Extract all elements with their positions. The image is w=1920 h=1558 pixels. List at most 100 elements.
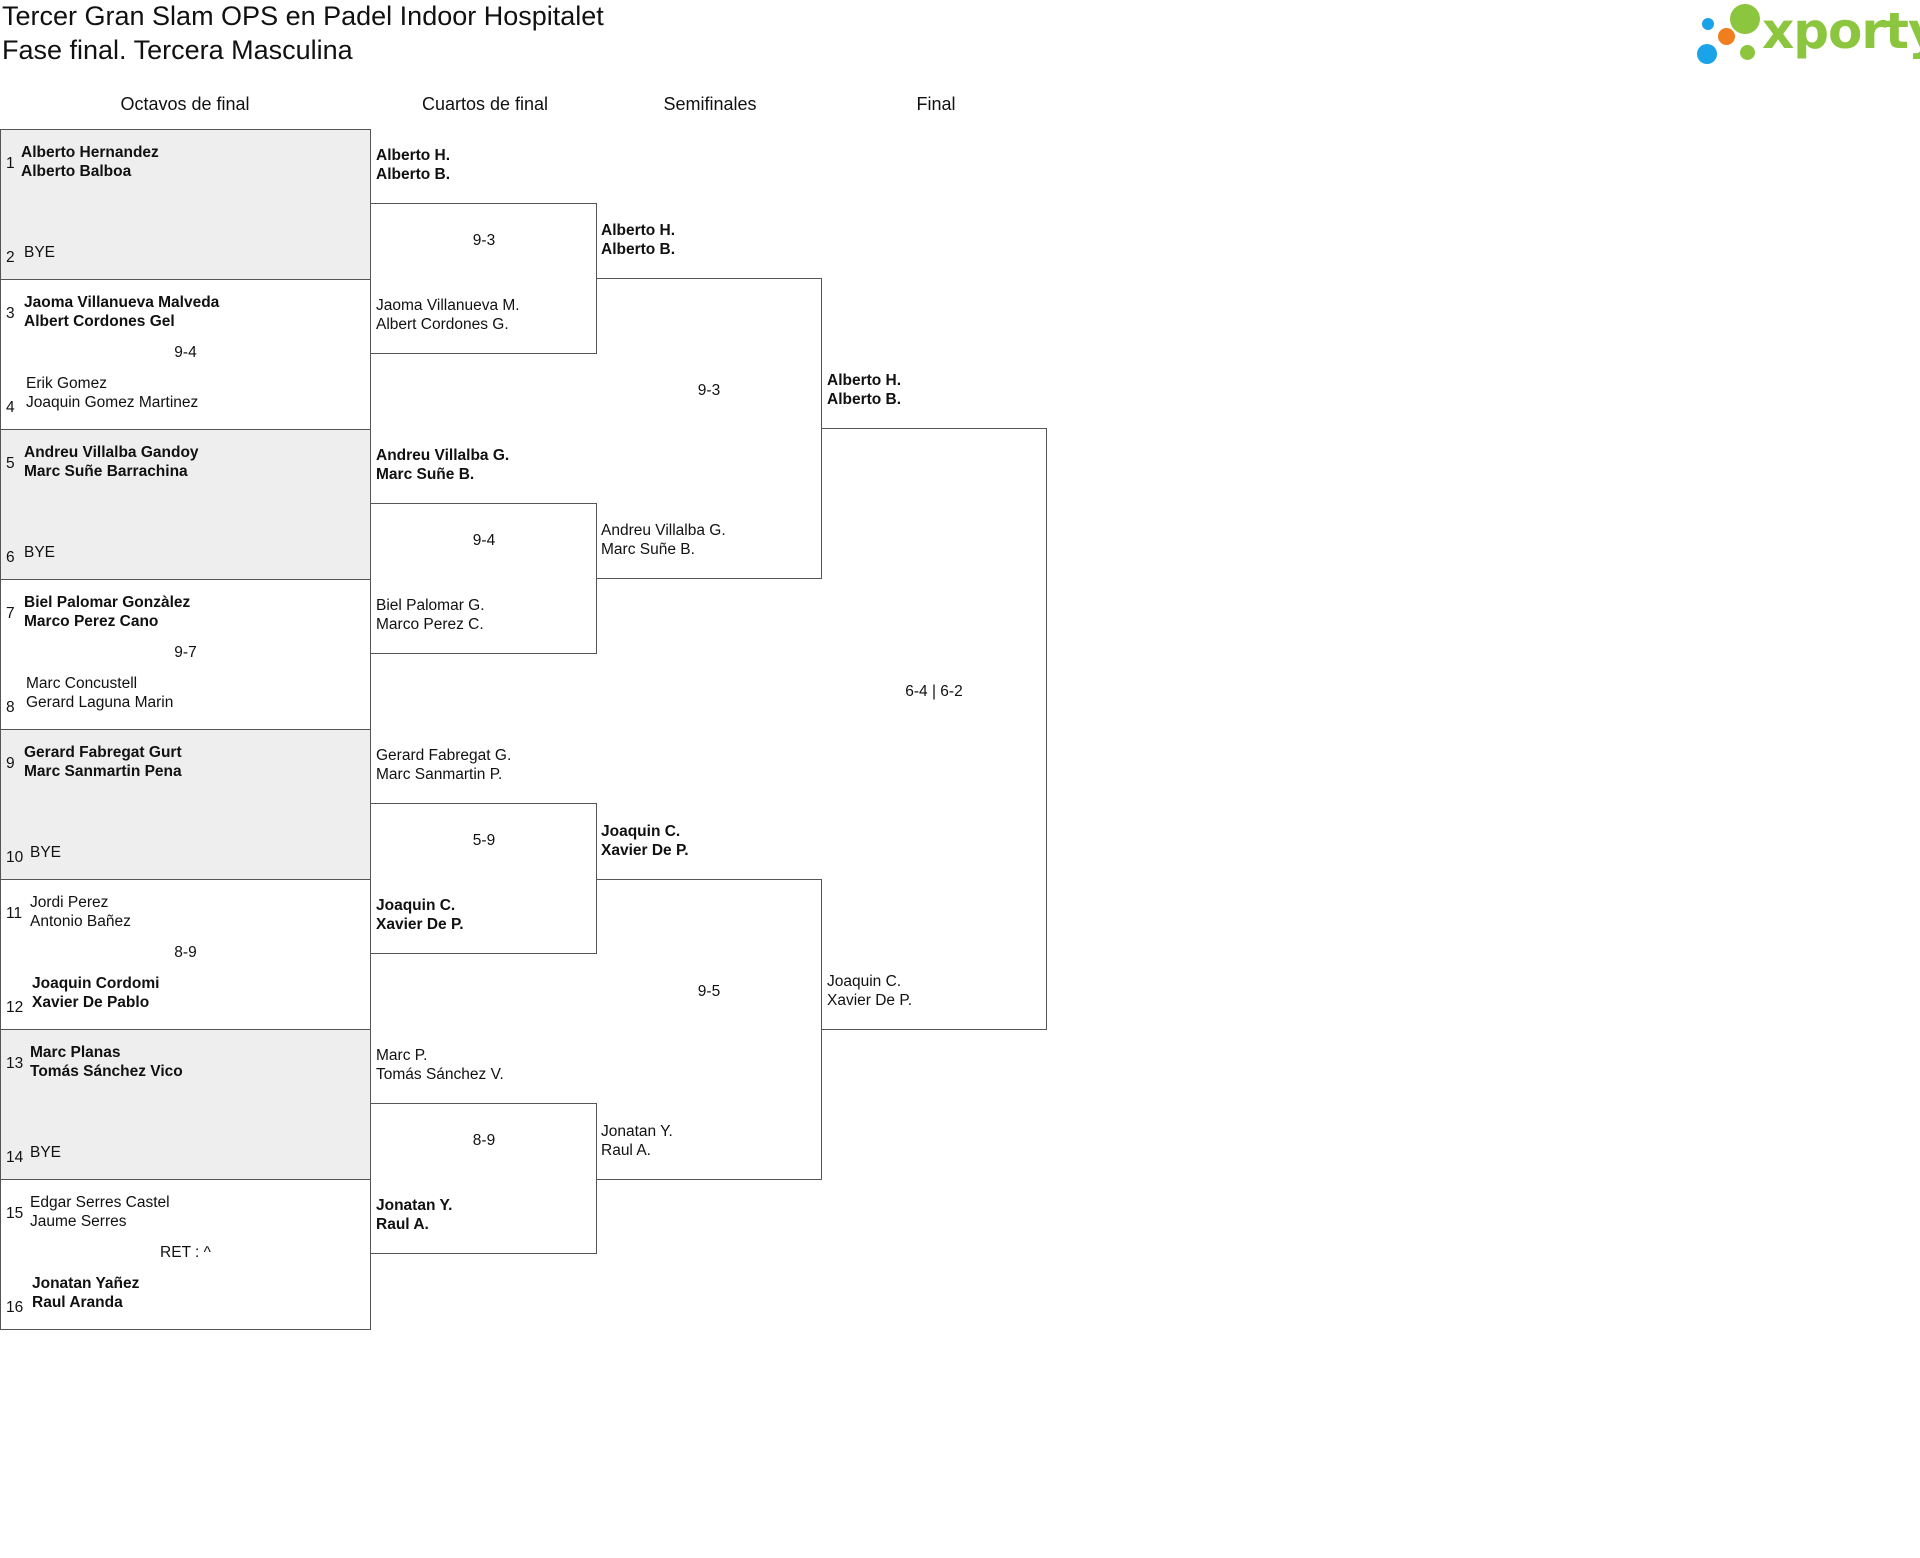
final-pair-top-line-1: Alberto H. xyxy=(827,372,902,389)
match-score: 9-4 xyxy=(174,344,197,361)
cuartos-pair-top-line-2: Marc Suñe B. xyxy=(376,466,475,483)
seed-number: 5 xyxy=(6,455,15,472)
semis-pair-bottom-line-2: Raul A. xyxy=(601,1142,651,1159)
match-score: 9-4 xyxy=(472,532,496,549)
final-pair-bottom-line-1: Joaquin C. xyxy=(827,973,902,990)
octavos-pair-bottom-line-2: Xavier De Pablo xyxy=(32,994,150,1011)
semis-pair-top-line-2: Alberto B. xyxy=(601,241,676,258)
semis-pair-bottom-line-1: Jonatan Y. xyxy=(601,1123,673,1140)
match-score: 8-9 xyxy=(174,944,197,961)
match-score: 9-3 xyxy=(472,232,496,249)
logo-dot-green xyxy=(1730,4,1760,34)
cuartos-pair-top-line-2: Alberto B. xyxy=(376,166,451,183)
seed-number: 13 xyxy=(6,1055,24,1072)
seed-number: 11 xyxy=(6,905,23,922)
octavos-match-1 xyxy=(0,129,371,280)
octavos-pair-bottom-line-1: Marc Concustell xyxy=(26,675,138,692)
seed-number: 3 xyxy=(6,305,15,322)
octavos-pair-top-line-2: Jaume Serres xyxy=(30,1213,127,1230)
semis-pair-bottom-line-1: Andreu Villalba G. xyxy=(601,522,726,539)
logo-dot-green-small xyxy=(1740,45,1755,60)
match-score: 8-9 xyxy=(472,1132,496,1149)
cuartos-match-4 xyxy=(371,1103,597,1254)
seed-number: 2 xyxy=(6,249,15,266)
seed-number: 8 xyxy=(6,699,15,716)
octavos-match-3 xyxy=(0,429,371,580)
octavos-pair-top-line-1: Marc Planas xyxy=(30,1044,121,1061)
logo-dot-orange xyxy=(1718,28,1735,45)
octavos-pair-bottom-line-2: Raul Aranda xyxy=(32,1294,123,1311)
cuartos-pair-bottom-line-2: Albert Cordones G. xyxy=(376,316,509,333)
cuartos-pair-top-line-2: Marc Sanmartin P. xyxy=(376,766,503,783)
octavos-pair-top-line-1: Gerard Fabregat Gurt xyxy=(24,744,182,761)
octavos-pair-bottom-line-1: Joaquin Cordomi xyxy=(32,975,160,992)
final-match xyxy=(821,428,1047,1030)
cuartos-pair-bottom-line-2: Xavier De P. xyxy=(376,916,464,933)
semis-pair-top-line-2: Xavier De P. xyxy=(601,842,689,859)
logo-dot-blue-large xyxy=(1697,44,1717,64)
octavos-pair-top-line-2: Alberto Balboa xyxy=(21,163,132,180)
round-header-final: Final xyxy=(916,94,956,114)
octavos-pair-top-line-2: Antonio Bañez xyxy=(30,913,131,930)
seed-number: 12 xyxy=(6,999,24,1016)
seed-number: 9 xyxy=(6,755,15,772)
octavos-pair-top-line-2: Albert Cordones Gel xyxy=(24,313,175,330)
page-title: Tercer Gran Slam OPS en Padel Indoor Hos… xyxy=(2,1,604,31)
cuartos-pair-bottom-line-1: Biel Palomar G. xyxy=(376,597,485,614)
octavos-pair-top-line-1: Alberto Hernandez xyxy=(21,144,159,161)
octavos-pair-top-line-2: Tomás Sánchez Vico xyxy=(30,1063,183,1080)
octavos-pair-top-line-1: Andreu Villalba Gandoy xyxy=(24,444,199,461)
seed-number: 7 xyxy=(6,605,15,622)
cuartos-pair-top-line-1: Alberto H. xyxy=(376,147,451,164)
octavos-pair-top-line-2: Marco Perez Cano xyxy=(24,613,159,630)
seed-number: 10 xyxy=(6,849,24,866)
round-header-octavos: Octavos de final xyxy=(120,94,250,114)
octavos-pair-bottom-line-2: Gerard Laguna Marin xyxy=(26,694,174,711)
octavos-pair-bottom-line-1: Erik Gomez xyxy=(26,375,107,392)
semis-pair-bottom-line-2: Marc Suñe B. xyxy=(601,541,695,558)
octavos-pair-top-line-1: Biel Palomar Gonzàlez xyxy=(24,594,191,611)
octavos-match-7 xyxy=(0,1029,371,1180)
bye-label: BYE xyxy=(24,244,56,261)
octavos-match-8 xyxy=(0,1179,371,1330)
match-score: 9-3 xyxy=(697,382,721,399)
octavos-pair-top-line-2: Marc Sanmartin Pena xyxy=(24,763,182,780)
match-score: 6-4 | 6-2 xyxy=(905,683,963,700)
octavos-pair-top-line-1: Jordi Perez xyxy=(30,894,109,911)
cuartos-pair-top-line-1: Marc P. xyxy=(376,1047,428,1064)
semis-pair-top-line-1: Alberto H. xyxy=(601,222,676,239)
match-score: 9-5 xyxy=(697,983,721,1000)
cuartos-pair-bottom-line-2: Raul A. xyxy=(376,1216,429,1233)
cuartos-match-3 xyxy=(371,803,597,954)
seed-number: 6 xyxy=(6,549,15,566)
octavos-pair-bottom-line-2: Joaquin Gomez Martinez xyxy=(26,394,199,411)
round-header-semifinales: Semifinales xyxy=(663,94,757,114)
bye-label: BYE xyxy=(30,844,62,861)
round-header-cuartos: Cuartos de final xyxy=(421,94,549,114)
xporty-logo: xporty xyxy=(1690,0,1920,72)
cuartos-pair-bottom-line-2: Marco Perez C. xyxy=(376,616,484,633)
semis-pair-top-line-1: Joaquin C. xyxy=(601,823,681,840)
octavos-pair-top-line-1: Jaoma Villanueva Malveda xyxy=(24,294,220,311)
page-subtitle: Fase final. Tercera Masculina xyxy=(2,35,353,65)
seed-number: 1 xyxy=(6,155,15,172)
bye-label: BYE xyxy=(24,544,56,561)
seed-number: 15 xyxy=(6,1205,24,1222)
seed-number: 14 xyxy=(6,1149,24,1166)
cuartos-pair-bottom-line-1: Jonatan Y. xyxy=(376,1197,453,1214)
octavos-pair-top-line-2: Marc Suñe Barrachina xyxy=(24,463,188,480)
final-pair-bottom-line-2: Xavier De P. xyxy=(827,992,913,1009)
cuartos-pair-bottom-line-1: Joaquin C. xyxy=(376,897,456,914)
octavos-pair-top-line-1: Edgar Serres Castel xyxy=(30,1194,170,1211)
match-score: 5-9 xyxy=(472,832,496,849)
seed-number: 4 xyxy=(6,399,15,416)
seed-number: 16 xyxy=(6,1299,24,1316)
bye-label: BYE xyxy=(30,1144,62,1161)
octavos-pair-bottom-line-1: Jonatan Yañez xyxy=(32,1275,140,1292)
cuartos-pair-top-line-1: Gerard Fabregat G. xyxy=(376,747,512,764)
cuartos-pair-bottom-line-1: Jaoma Villanueva M. xyxy=(376,297,520,314)
logo-text: xporty xyxy=(1762,2,1920,60)
logo-dot-blue-small xyxy=(1702,18,1714,30)
octavos-match-5 xyxy=(0,729,371,880)
cuartos-pair-top-line-1: Andreu Villalba G. xyxy=(376,447,510,464)
